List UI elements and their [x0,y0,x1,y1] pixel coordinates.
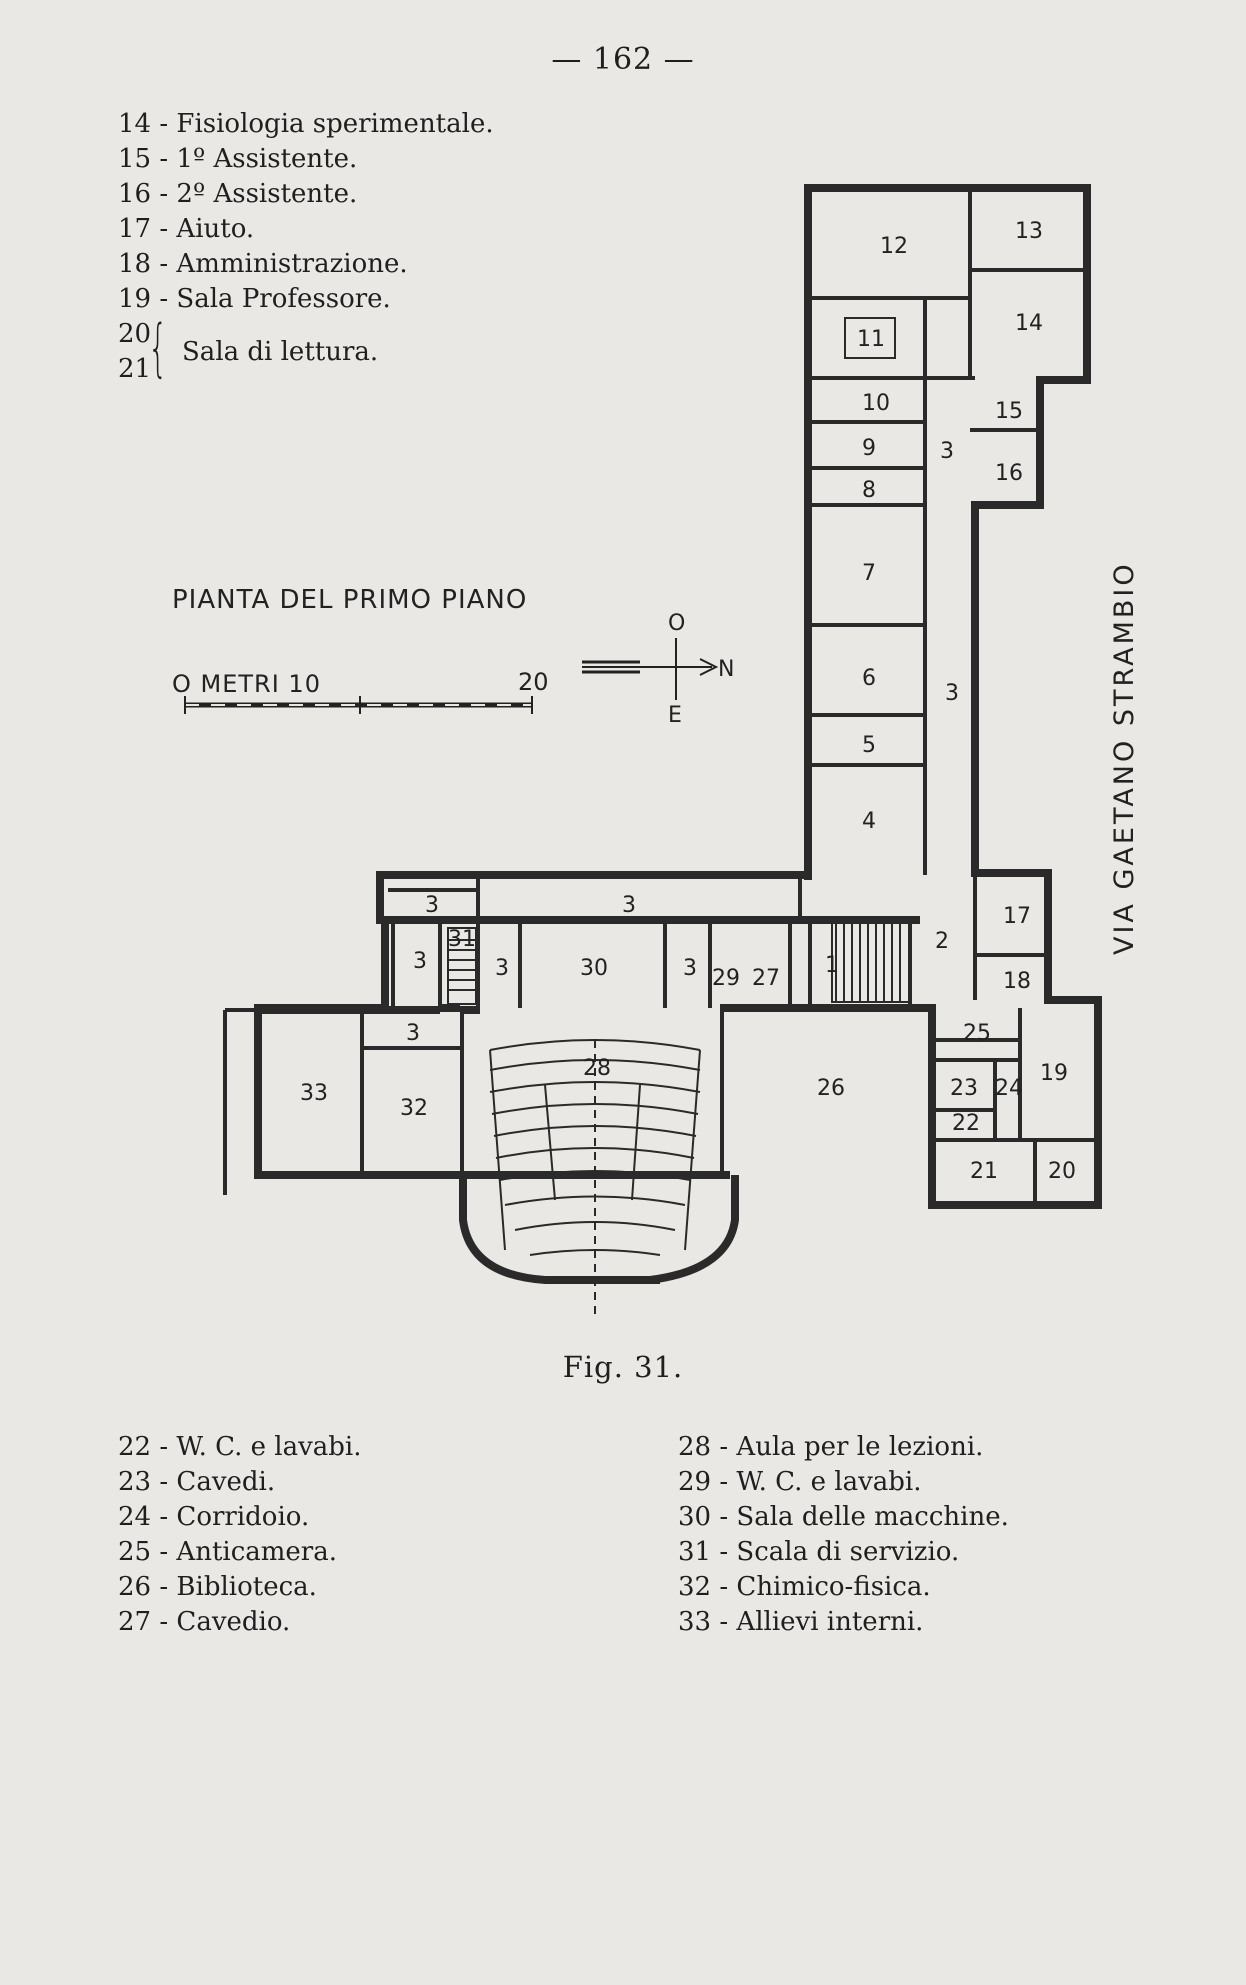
room-labels: 12 13 14 11 10 9 8 3 15 16 7 6 3 5 4 17 … [300,219,1076,1184]
room-label: 7 [862,561,876,586]
legend-item: 33 - Allievi interni. [678,1607,924,1637]
room-label: 22 [952,1111,980,1136]
legend-item: 28 - Aula per le lezioni. [678,1432,984,1462]
legend-top: 14 - Fisiologia sperimentale. 15 - 1º As… [118,107,494,389]
main-stairs [831,921,911,1003]
room-label: 6 [862,666,876,691]
service-stairs [447,927,477,1005]
legend-item: 18 - Amministrazione. [118,249,408,279]
room-label: 3 [413,949,427,974]
legend-item: 26 - Biblioteca. [118,1572,317,1602]
legend-item: 22 - W. C. e lavabi. [118,1432,362,1462]
room-label: 21 [970,1159,998,1184]
room-label: 20 [1048,1159,1076,1184]
room-label: 1 [825,953,839,978]
brace-icon: { [148,311,168,384]
figure-caption: Fig. 31. [562,1350,684,1384]
room-label: 31 [448,927,476,952]
legend-item: 30 - Sala delle macchine. [678,1502,1009,1532]
legend-item: 17 - Aiuto. [118,214,255,244]
room-label: 4 [862,809,876,834]
compass-west: O [668,611,685,636]
legend-item: 29 - W. C. e lavabi. [678,1467,922,1497]
legend-item: 19 - Sala Professore. [118,284,391,314]
room-label: 8 [862,478,876,503]
legend-bottom-left: 22 - W. C. e lavabi. 23 - Cavedi. 24 - C… [118,1430,362,1640]
room-label: 29 [712,966,740,991]
room-label: 12 [880,234,908,259]
brace-label: Sala di lettura. [182,337,379,367]
legend-bottom-right: 28 - Aula per le lezioni. 29 - W. C. e l… [678,1430,1009,1640]
room-label: 3 [622,893,636,918]
room-11-frame [844,317,896,359]
legend-item: 25 - Anticamera. [118,1537,338,1567]
compass-north: N [718,657,734,682]
room-label: 11 [857,327,885,352]
room-label: 3 [425,893,439,918]
room-label: 3 [940,439,954,464]
room-label: 2 [935,929,949,954]
room-label: 16 [995,461,1023,486]
room-label: 28 [583,1056,611,1081]
scale-end: 20 [518,668,549,696]
plan-partitions [223,188,1098,1205]
room-label: 13 [1015,219,1043,244]
room-label: 3 [495,956,509,981]
room-label: 26 [817,1076,845,1101]
compass-icon [582,638,719,700]
plan-title: PIANTA DEL PRIMO PIANO [172,585,527,615]
legend-item: 16 - 2º Assistente. [118,179,358,209]
legend-item: 15 - 1º Assistente. [118,144,358,174]
room-label: 14 [1015,311,1043,336]
compass-east: E [668,703,682,728]
room-label: 32 [400,1096,428,1121]
room-label: 24 [995,1076,1023,1101]
room-label: 23 [950,1076,978,1101]
room-label: 30 [580,956,608,981]
scale-bar [184,696,533,714]
room-label: 10 [862,391,890,416]
legend-item: 24 - Corridoio. [118,1502,310,1532]
page-number: — 162 — [551,42,695,77]
room-label: 3 [683,956,697,981]
room-label: 25 [963,1021,991,1046]
legend-item: 32 - Chimico-fisica. [678,1572,931,1602]
room-label: 3 [406,1021,420,1046]
brace-numbers: 20 21 [118,319,152,384]
legend-item-brace: 20 21 { Sala di lettura. [118,313,494,389]
legend-item: 31 - Scala di servizio. [678,1537,960,1567]
room-label: 33 [300,1081,328,1106]
room-label: 15 [995,399,1023,424]
room-label: 5 [862,733,876,758]
legend-item: 14 - Fisiologia sperimentale. [118,109,494,139]
room-label: 27 [752,966,780,991]
room-label: 9 [862,436,876,461]
street-label: VIA GAETANO STRAMBIO [1109,561,1140,955]
room-label: 3 [945,681,959,706]
legend-item: 27 - Cavedio. [118,1607,291,1637]
room-label: 17 [1003,904,1031,929]
room-label: 19 [1040,1061,1068,1086]
legend-item: 23 - Cavedi. [118,1467,276,1497]
scale-label: O METRI 10 [172,670,321,698]
room-label: 18 [1003,969,1031,994]
